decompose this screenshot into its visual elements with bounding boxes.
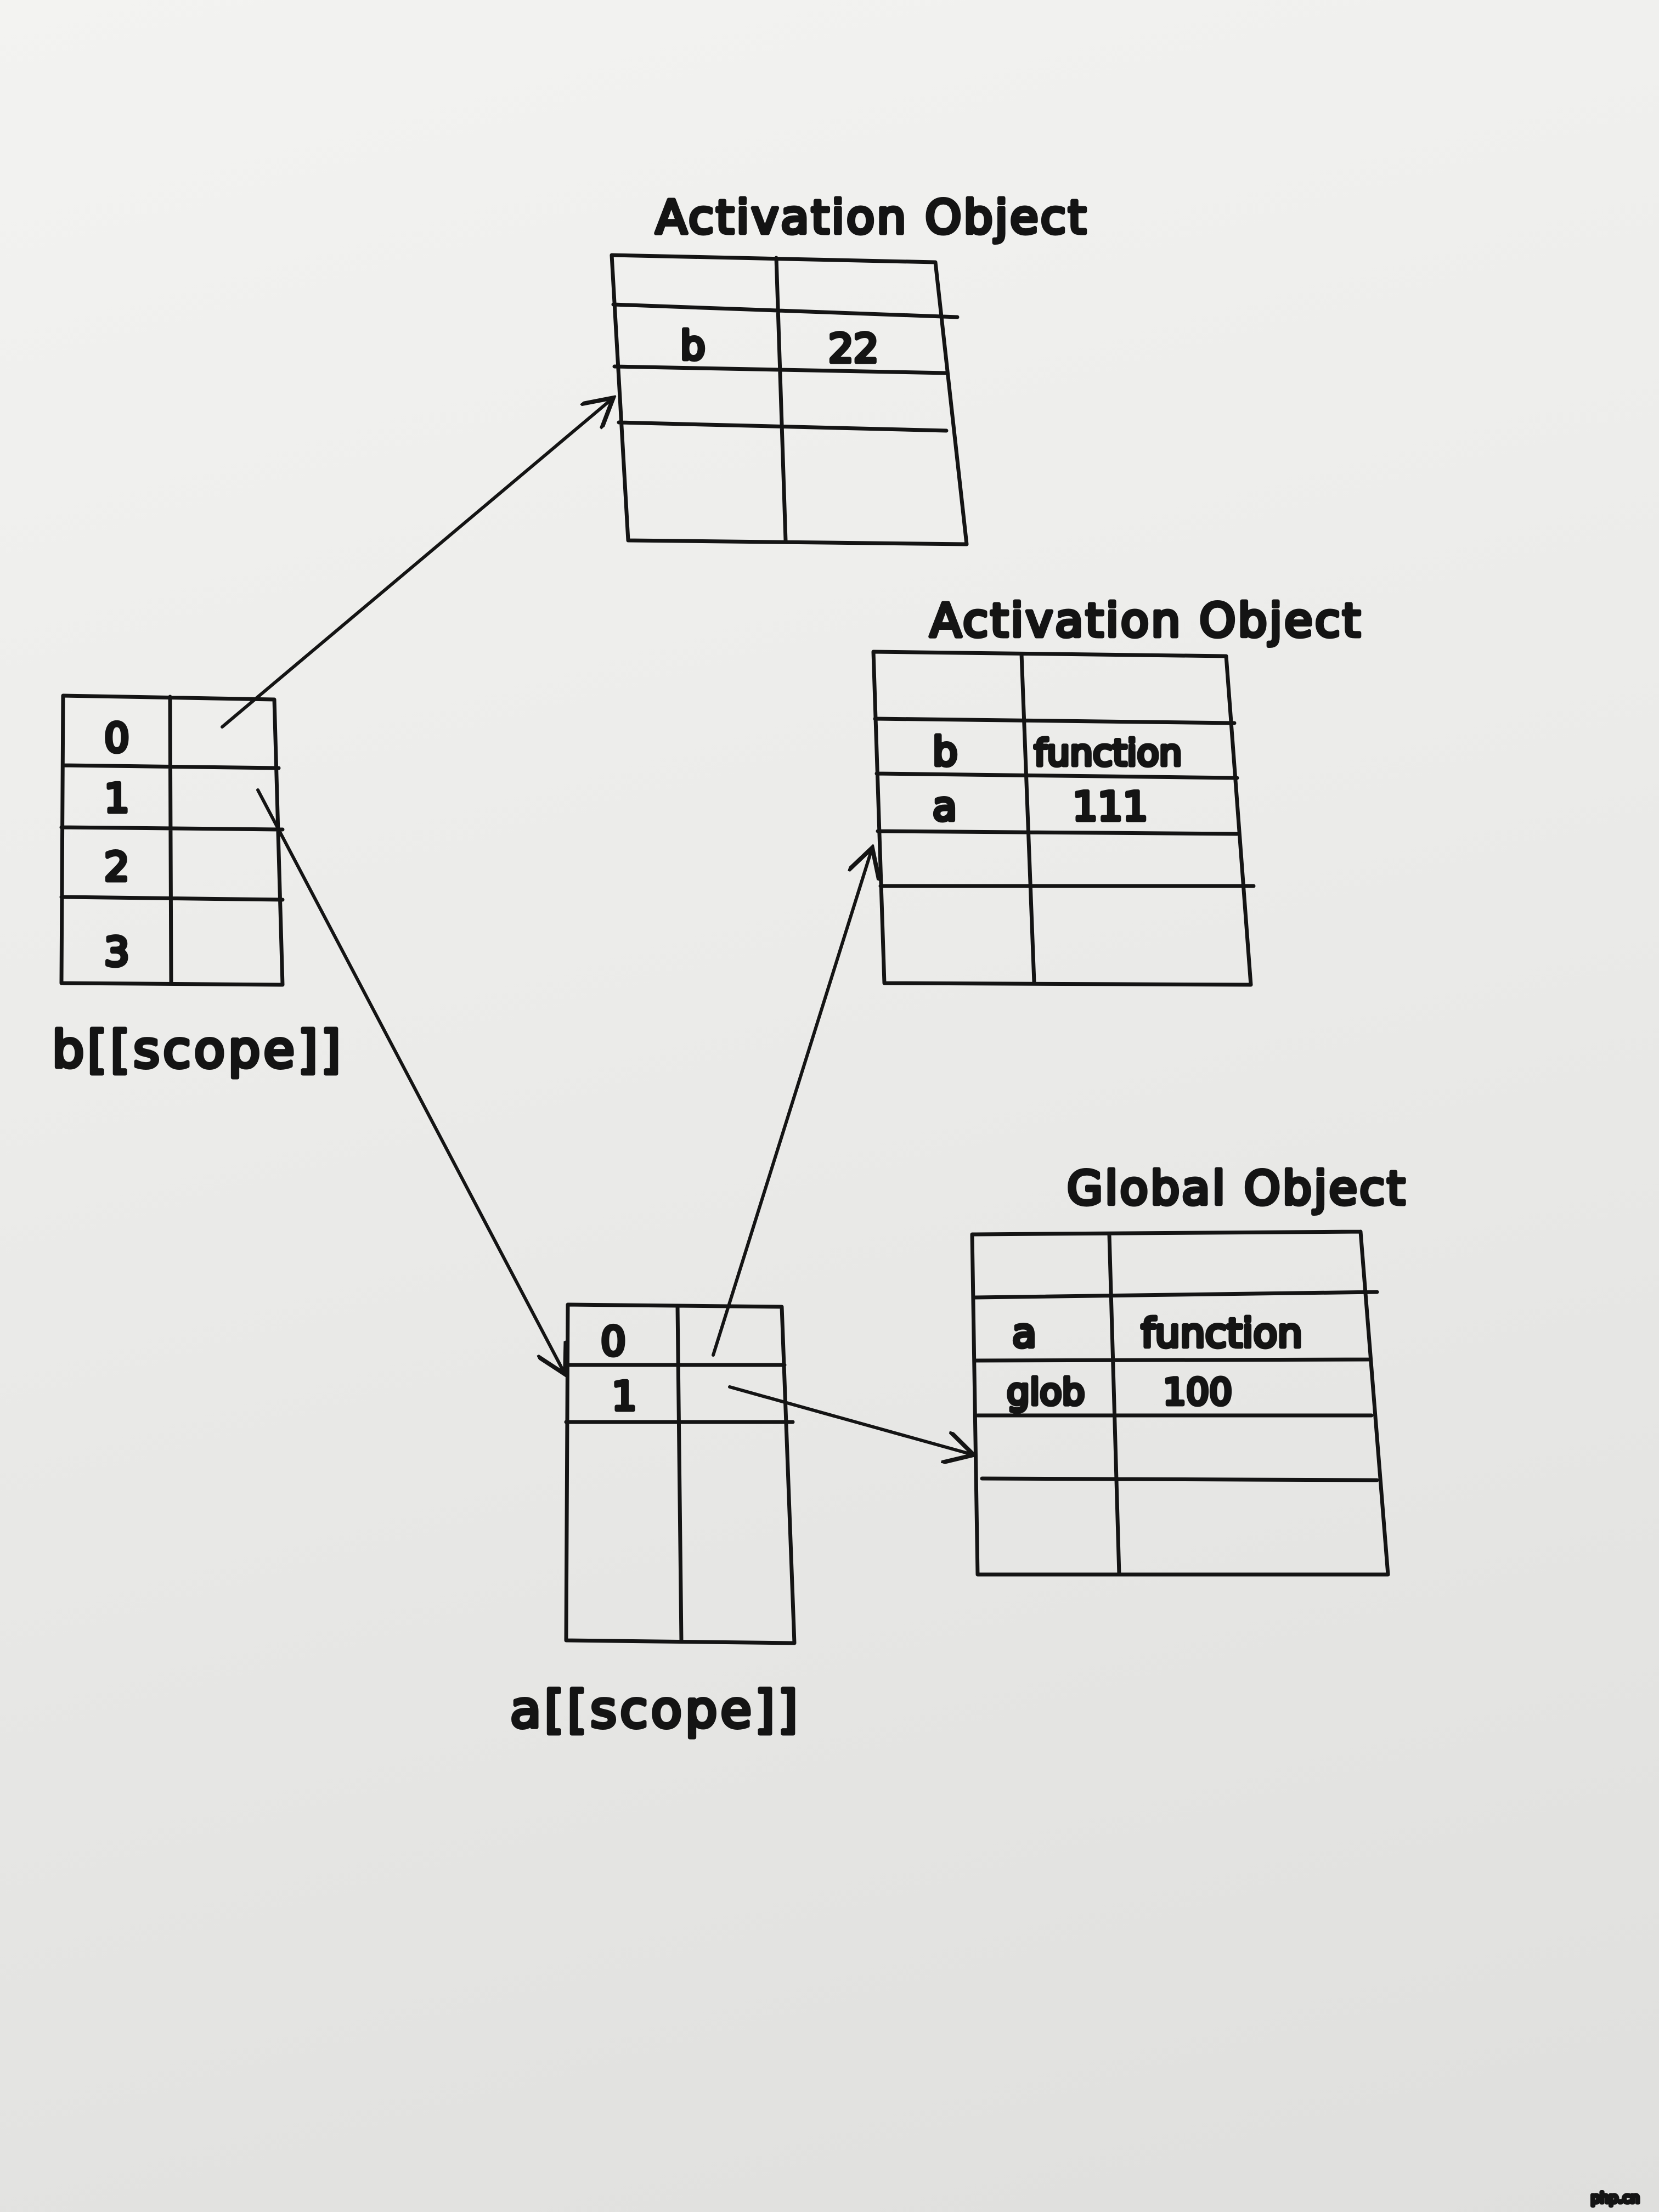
watermark: php.cn — [1591, 2190, 1640, 2207]
global-object: Global Object a function glob 100 — [970, 1160, 1407, 1577]
global-object-row-2-value: function — [1141, 1310, 1302, 1356]
b-scope-index-0: 0 — [104, 715, 129, 761]
activation-object-middle-row-2-value: function — [1034, 732, 1182, 774]
arrow-b-scope-1-to-a-scope — [256, 788, 565, 1374]
a-scope-grid — [563, 1302, 797, 1645]
activation-object-top-row-2-key: b — [680, 323, 706, 369]
b-scope-label: b[[scope]] — [52, 1020, 344, 1079]
a-scope-label: a[[scope]] — [510, 1680, 801, 1739]
a-scope-index-0: 0 — [601, 1318, 626, 1364]
activation-object-middle-row-2-key: b — [933, 729, 958, 775]
activation-object-middle-grid — [871, 650, 1256, 987]
activation-object-middle: Activation Object b function a 111 — [871, 592, 1363, 987]
b-scope-grid — [59, 693, 285, 987]
activation-object-top: Activation Object b 22 — [610, 189, 1088, 546]
b-scope-index-2: 2 — [104, 844, 129, 890]
a-scope-index-1: 1 — [612, 1373, 637, 1419]
activation-object-middle-row-3-value: 111 — [1073, 783, 1148, 830]
global-object-title: Global Object — [1067, 1161, 1407, 1215]
a-scope-table: 0 1 a[[scope]] — [509, 1302, 801, 1741]
global-object-row-3-key: glob — [1007, 1371, 1085, 1413]
b-scope-table: 0 1 2 3 b[[scope]] — [50, 693, 344, 1081]
activation-object-top-title: Activation Object — [656, 190, 1088, 244]
arrows — [221, 398, 974, 1455]
arrow-b-scope-0-to-activation-object-top — [221, 398, 613, 729]
arrow-a-scope-1-to-global-object — [728, 1385, 974, 1455]
arrow-a-scope-0-to-activation-object-middle — [712, 848, 872, 1357]
b-scope-index-3: 3 — [104, 929, 129, 975]
global-object-row-3-value: 100 — [1163, 1371, 1232, 1413]
b-scope-index-1: 1 — [104, 775, 129, 821]
global-object-grid — [970, 1229, 1390, 1577]
activation-object-middle-row-3-key: a — [933, 783, 957, 830]
activation-object-middle-title: Activation Object — [930, 594, 1363, 647]
global-object-row-2-key: a — [1012, 1310, 1036, 1356]
activation-object-top-grid — [610, 253, 969, 546]
activation-object-top-row-2-value: 22 — [828, 325, 879, 371]
